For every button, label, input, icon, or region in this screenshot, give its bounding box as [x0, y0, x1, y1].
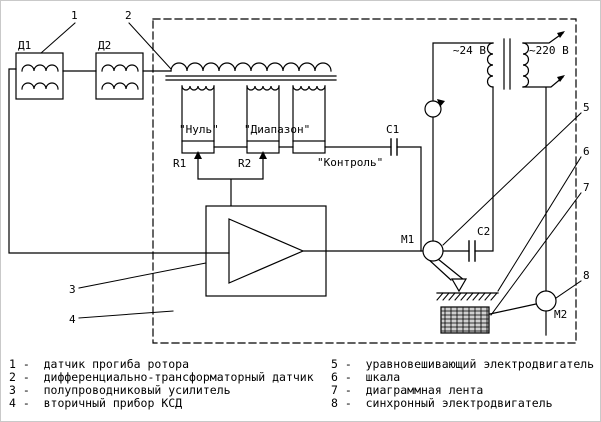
- rotation-indicator-icon: [424, 99, 445, 118]
- scale-assembly: [436, 278, 499, 301]
- secondary-winding-icon: [181, 85, 215, 91]
- sensor-d1: Д1: [15, 39, 64, 100]
- v220-label: ~220 В: [529, 44, 569, 57]
- coil-icon: [21, 64, 59, 72]
- coil-icon: [101, 82, 139, 90]
- chart-tape: [440, 306, 490, 334]
- c2-label: C2: [477, 225, 490, 238]
- legend-item-1: 1 - датчик прогиба ротора: [9, 357, 190, 371]
- primary-winding-icon: [486, 42, 494, 88]
- legend-item-3: 3 - полупроводниковый усилитель: [9, 383, 231, 397]
- callout-5: 5: [583, 101, 590, 114]
- core-icon: [165, 75, 337, 81]
- terminal-arrow-icon: [557, 75, 565, 82]
- leader-line: [490, 192, 582, 316]
- callout-8: 8: [583, 269, 590, 282]
- leader-line: [555, 280, 582, 299]
- adjustment-network: "Нуль" "Диапазон" "Контроль" R1 R2: [173, 85, 392, 207]
- pot-control-label: "Контроль": [317, 156, 383, 169]
- amplifier-triangle-icon: [228, 218, 305, 284]
- callout-7: 7: [583, 181, 590, 194]
- terminal-arrow-icon: [557, 31, 565, 38]
- pot-null-label: "Нуль": [179, 123, 219, 136]
- legend-column-right: 5 - уравновешивающий электродвигатель 6 …: [331, 358, 594, 410]
- core-icon: [503, 38, 511, 90]
- schematic-diagram: Д1 Д2 "Нуль" "Диапазон: [8, 9, 590, 344]
- leader-line: [40, 22, 76, 54]
- legend-item-2: 2 - дифференциально-трансформаторный дат…: [9, 370, 314, 384]
- leader-line: [78, 262, 207, 289]
- capacitor-c1: C1: [386, 123, 422, 252]
- callouts: 1 2 3 4 5 6 7 8: [40, 9, 590, 326]
- sensor-d1-label: Д1: [18, 39, 31, 52]
- scale-hatch-icon: [436, 292, 498, 301]
- leader-line: [442, 112, 582, 246]
- m2-label: M2: [554, 308, 567, 321]
- secondary-winding-icon: [246, 85, 280, 91]
- c1-label: C1: [386, 123, 399, 136]
- coil-icon: [21, 82, 59, 90]
- legend-item-5: 5 - уравновешивающий электродвигатель: [331, 357, 595, 371]
- sensor-d2: Д2: [95, 39, 144, 100]
- capacitor-c2: C2: [468, 225, 490, 262]
- differential-transformer: [165, 62, 337, 91]
- callout-2: 2: [125, 9, 132, 22]
- secondary-winding-icon: [292, 85, 326, 91]
- wires: [8, 32, 564, 336]
- primary-winding-icon: [170, 62, 332, 72]
- leader-line: [128, 22, 172, 70]
- secondary-winding-icon: [522, 42, 530, 88]
- wiper-arrow-icon: [194, 151, 202, 159]
- callout-4: 4: [69, 313, 76, 326]
- ksd-dashed-enclosure: [152, 18, 577, 344]
- m1-label: M1: [401, 233, 414, 246]
- callout-1: 1: [71, 9, 78, 22]
- leader-line: [78, 310, 174, 319]
- power-transformer: ~24 В ~220 В: [453, 31, 569, 90]
- pointer-icon: [450, 278, 468, 293]
- legend-item-7: 7 - диаграммная лента: [331, 383, 484, 397]
- sensor-d2-label: Д2: [98, 39, 111, 52]
- legend-item-6: 6 - шкала: [331, 370, 401, 384]
- v24-label: ~24 В: [453, 44, 486, 57]
- motor-m2: M2: [535, 290, 567, 321]
- legend-item-8: 8 - синхронный электродвигатель: [331, 396, 553, 410]
- r1-label: R1: [173, 157, 186, 170]
- legend-item-4: 4 - вторичный прибор КСД: [9, 396, 183, 410]
- motor-m1: M1: [401, 233, 444, 262]
- r2-label: R2: [238, 157, 251, 170]
- callout-3: 3: [69, 283, 76, 296]
- wiper-arrow-icon: [259, 151, 267, 159]
- pot-range-label: "Диапазон": [244, 123, 310, 136]
- leader-line: [497, 156, 582, 292]
- legend-column-left: 1 - датчик прогиба ротора 2 - дифференци…: [9, 358, 314, 410]
- coil-icon: [101, 64, 139, 72]
- callout-6: 6: [583, 145, 590, 158]
